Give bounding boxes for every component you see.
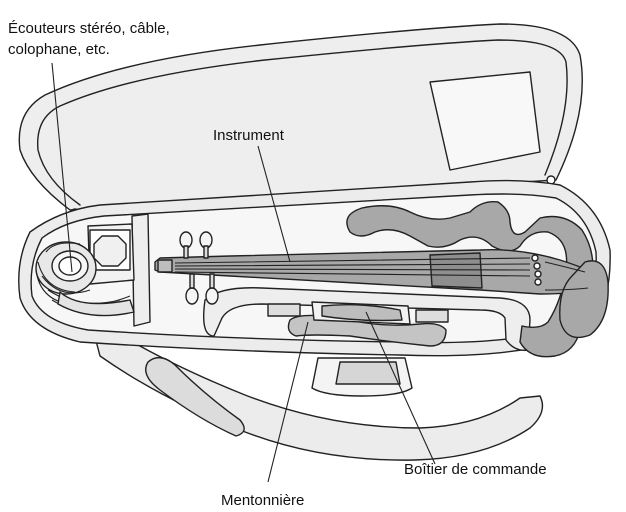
- case-lid: [18, 23, 583, 218]
- shoulder-strap: [94, 329, 544, 461]
- electric-violin: [154, 201, 609, 358]
- leader-lines: [51, 62, 436, 483]
- fine-tuners: [531, 254, 542, 286]
- label-chin-rest: Mentonnière: [221, 492, 304, 509]
- label-accessories-line1: Écouteurs stéréo, câble,: [8, 20, 170, 37]
- accessory-compartment: [35, 213, 151, 327]
- control-box: [311, 301, 411, 325]
- label-accessories-line2: colophane, etc.: [8, 41, 110, 58]
- headphones-cable-coil: [35, 241, 135, 317]
- label-control-box: Boîtier de commande: [404, 461, 547, 478]
- label-instrument: Instrument: [213, 127, 285, 144]
- tuning-pegs: [179, 231, 219, 305]
- chin-rest: [267, 303, 449, 347]
